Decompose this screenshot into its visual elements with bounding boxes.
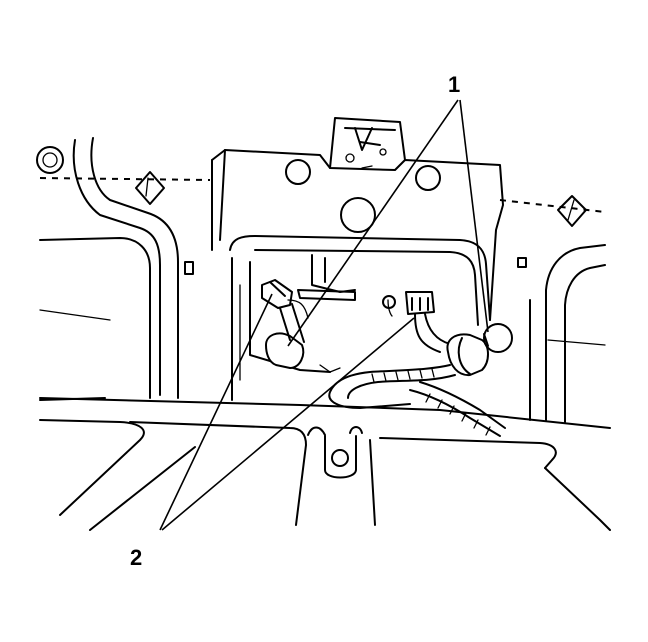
wiring-harness (319, 364, 506, 437)
right-frame-rail (529, 244, 606, 423)
lower-cross-member (39, 397, 611, 531)
top-tab (329, 117, 406, 169)
upper-panel-edge (39, 177, 606, 213)
left-diamond-tab (135, 171, 165, 205)
interior-clip (297, 254, 396, 317)
callout-leaders (159, 99, 489, 531)
right-lamp-socket (446, 323, 513, 377)
left-lamp-socket (261, 279, 309, 369)
mounting-bracket (211, 149, 504, 321)
left-hole (36, 146, 64, 174)
right-slot (517, 257, 527, 268)
left-slot (184, 261, 194, 275)
right-connector (405, 291, 451, 353)
left-frame-rail (39, 137, 179, 401)
inner-opening (229, 235, 491, 401)
callout-2-label: 2 (130, 545, 142, 570)
callout-1-label: 1 (448, 72, 460, 97)
right-diamond-tab (557, 195, 587, 227)
